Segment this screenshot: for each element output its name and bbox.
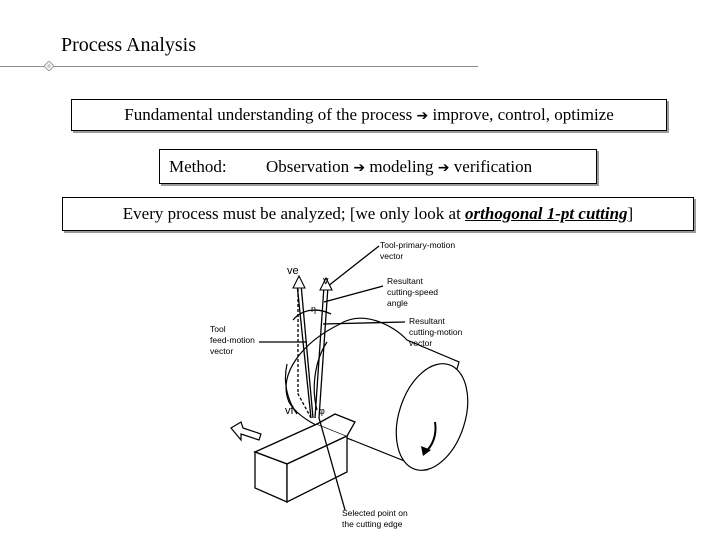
feed-direction-arrow-icon (230, 421, 262, 442)
understanding-box: Fundamental understanding of the process… (71, 99, 667, 131)
orthogonal-cutting-text: orthogonal 1-pt cutting (465, 204, 628, 223)
closing-bracket: ] (627, 204, 634, 223)
annotation-resultant-speed: Resultant cutting-speed angle (387, 276, 440, 308)
right-arrow-icon: ➔ (416, 108, 429, 124)
label-vf: vf (285, 405, 295, 417)
annotation-tool-primary: Tool-primary-motion vector (380, 242, 457, 261)
velocity-vectors (259, 245, 406, 511)
resultant-motion-line2: cutting-motion (409, 327, 463, 337)
annotation-resultant-motion: Resultant cutting-motion vector (409, 316, 465, 348)
tool-primary-line1: Tool-primary-motion (380, 242, 455, 250)
annotation-tool-feed: Tool feed-motion vector (210, 324, 257, 356)
method-steps: Observation ➔ modeling ➔ verification (266, 150, 532, 185)
slide-title: Process Analysis (61, 34, 196, 56)
vector-arrowhead-ve (292, 274, 306, 289)
title-divider (0, 66, 478, 67)
cutting-diagram: ve v η vf φ Tool-primary-motion vector R… (207, 242, 481, 532)
selected-point-line1: Selected point on (342, 508, 408, 518)
label-ve: ve (287, 265, 299, 277)
tool-feed-line2: feed-motion (210, 335, 255, 345)
analysis-text: Every process must be analyzed; [we only… (122, 204, 461, 223)
label-v: v (323, 275, 329, 287)
tool-feed-line1: Tool (210, 324, 226, 334)
diamond-bullet-icon (44, 61, 54, 71)
resultant-speed-line1: Resultant (387, 276, 424, 286)
vector-arrowhead-v (319, 276, 333, 291)
step-observation: Observation (266, 157, 350, 176)
resultant-speed-line2: cutting-speed (387, 287, 438, 297)
resultant-motion-line3: vector (409, 338, 432, 348)
step-verification: verification (453, 157, 533, 176)
resultant-motion-line1: Resultant (409, 316, 446, 326)
tool-feed-line3: vector (210, 346, 233, 356)
understanding-text: Fundamental understanding of the process (124, 105, 413, 124)
method-box: Method: Observation ➔ modeling ➔ verific… (159, 149, 597, 184)
selected-point-line2: the cutting edge (342, 519, 403, 529)
annotation-selected-point: Selected point on the cutting edge (342, 508, 410, 529)
method-label: Method: (169, 157, 227, 176)
resultant-speed-line3: angle (387, 298, 408, 308)
right-arrow-icon: ➔ (437, 160, 450, 176)
analysis-box: Every process must be analyzed; [we only… (62, 197, 694, 231)
step-modeling: modeling (369, 157, 434, 176)
label-eta: η (311, 304, 316, 314)
workpiece-cylinder (284, 317, 469, 471)
tool-primary-line2: vector (380, 251, 403, 261)
label-phi: φ (319, 406, 325, 416)
right-arrow-icon: ➔ (353, 160, 366, 176)
goals-text: improve, control, optimize (432, 105, 614, 124)
